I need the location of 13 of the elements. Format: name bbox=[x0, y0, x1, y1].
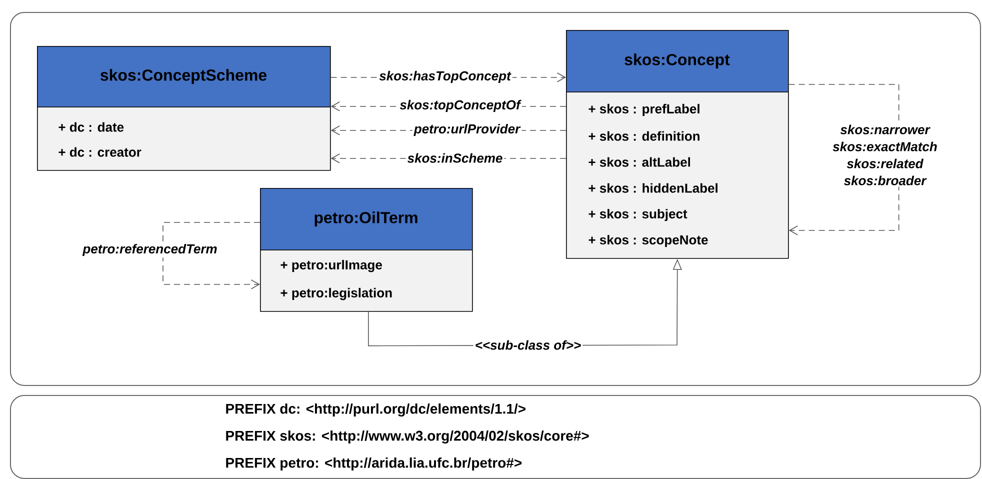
prefix-panel: PREFIX dc: <http://purl.org/dc/elements/1.1/> PREFIX skos: <http://www.w3.org/2004/02/skos/core#> PREFIX petro: <http://arida.lia.ufc.br/petro#> bbox=[10, 395, 981, 479]
edge-label: skos:narrower skos:exactMatch skos:related skos:broader bbox=[832, 124, 937, 186]
edge-label: skos:inScheme bbox=[407, 153, 502, 163]
edge-label: petro:urlProvider bbox=[414, 124, 521, 136]
panel-background bbox=[10, 12, 981, 386]
edge-label: skos:hasTopConcept bbox=[379, 70, 512, 84]
arrow bbox=[162, 222, 260, 290]
class-box: skos:ConceptScheme + dc : date + dc : creator bbox=[36, 46, 331, 171]
class-box: petro:OilTerm + petro:urlImage + petro:legislation bbox=[260, 188, 473, 312]
edge-label: petro:referencedTerm bbox=[82, 244, 217, 256]
class-box: skos:Concept + skos : prefLabel + skos : definition + skos : altLabel + skos : hiddenLabel + skos : subject + skos : scopeNote bbox=[566, 30, 789, 259]
edge-label: skos:topConceptOf bbox=[400, 100, 522, 112]
edge-label: <<sub-class of>> bbox=[476, 340, 581, 350]
